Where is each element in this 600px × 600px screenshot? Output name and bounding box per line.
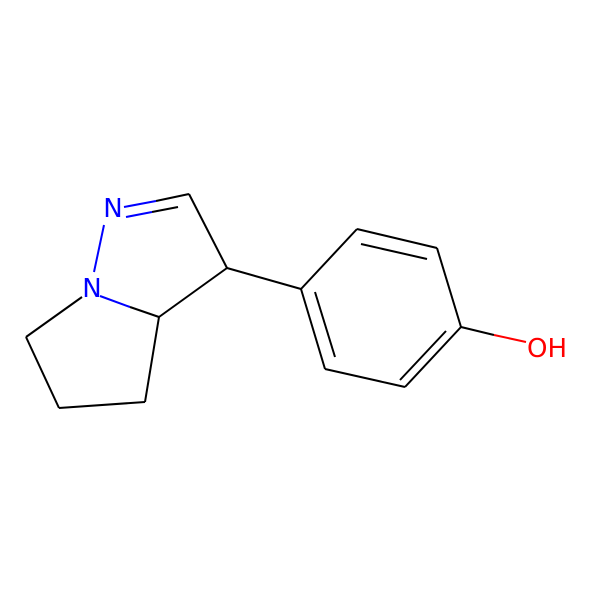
bond-c2-n1-inner-a — [151, 206, 179, 213]
bond-c17-c12-inner — [314, 291, 336, 358]
bond-c3-c2 — [188, 193, 228, 269]
bond-c2-n1-a — [155, 193, 190, 202]
bond-c2-n1-inner-b — [125, 211, 153, 218]
bond-c10-c11 — [144, 316, 160, 403]
bond-c15-o-a — [460, 326, 495, 336]
bond-c17-c12 — [300, 288, 326, 370]
bond-c13-c14 — [356, 228, 438, 249]
bond-c12-c13 — [300, 228, 358, 290]
atom-label-n1: N — [103, 194, 122, 224]
bond-n7-c11-a — [99, 295, 131, 308]
atom-label-n7: N — [82, 274, 101, 304]
bond-n7-c8 — [25, 296, 83, 338]
bond-c3-c12 — [226, 267, 302, 290]
bond-n1-n7 — [93, 224, 105, 273]
bond-c15-c16 — [404, 326, 462, 388]
bond-c15-o-b — [493, 334, 527, 343]
bond-c13-c14-inner — [360, 243, 428, 260]
bond-c11-c3 — [158, 267, 228, 318]
bond-c16-c17 — [324, 368, 406, 388]
bond-n7-c11-b — [129, 306, 160, 318]
bond-c14-c15 — [436, 247, 462, 328]
bond-c2-n1-b — [123, 200, 157, 208]
bond-c15-c16-inner — [399, 330, 447, 381]
bond-c8-c9 — [25, 336, 60, 409]
atom-label-oh: OH — [527, 334, 567, 364]
bond-c9-c10 — [58, 401, 146, 409]
